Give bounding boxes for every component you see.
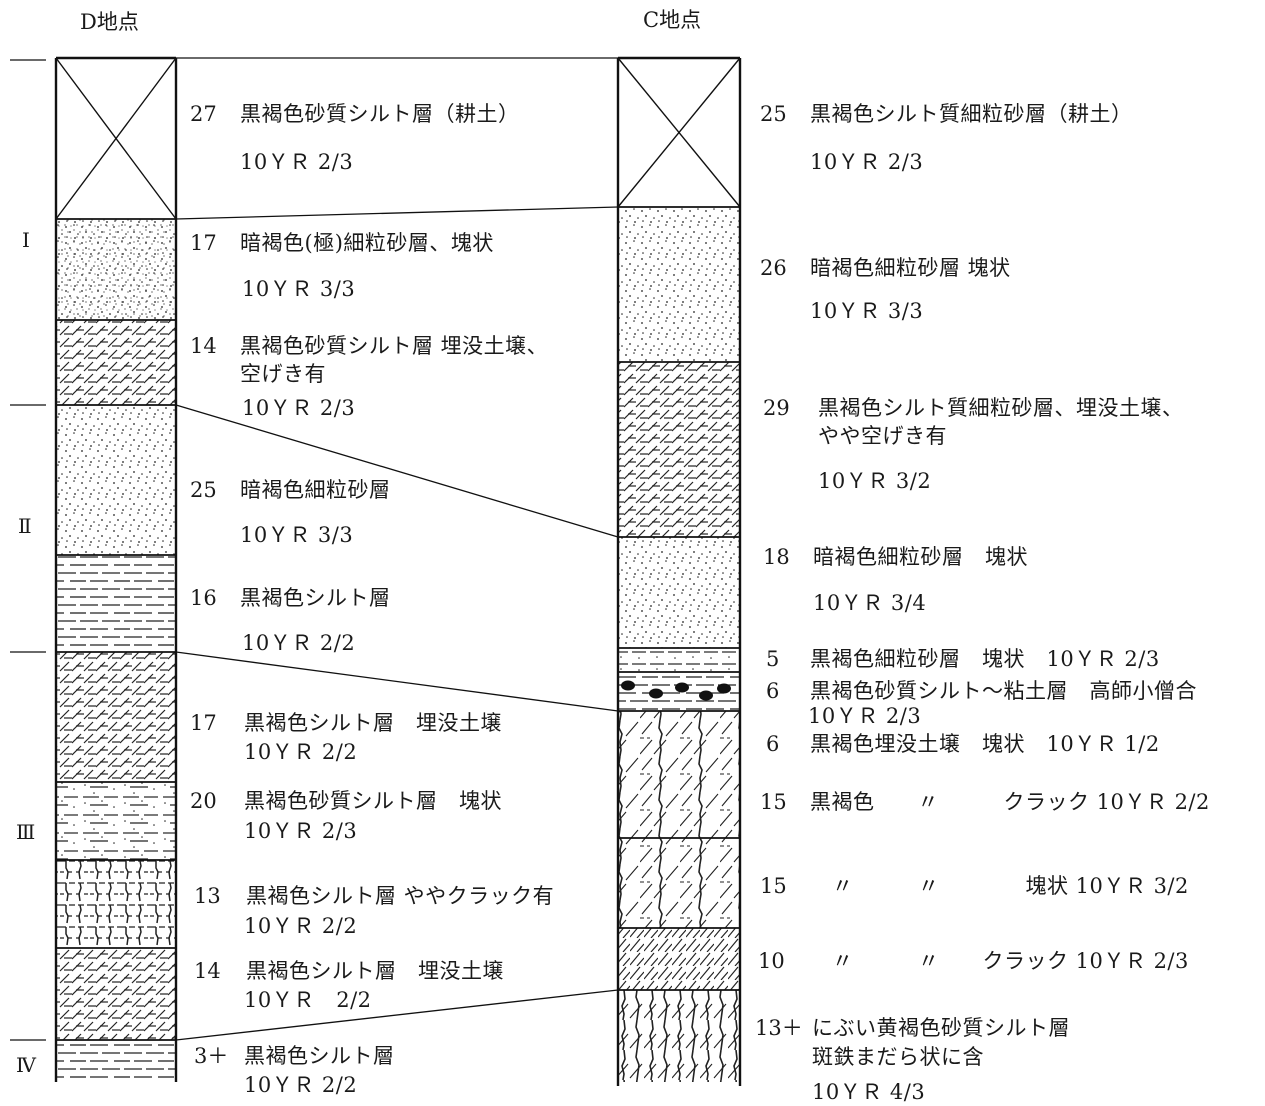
c-layer-1-thickness: 25: [760, 102, 787, 126]
c-layer-11-name: にぶい黄褐色砂質シルト層: [812, 1016, 1070, 1040]
c-layer-2-color: 10ＹＲ 3/3: [810, 299, 924, 323]
c-site-label: C地点: [643, 8, 702, 32]
c-layer-8-fill: [618, 837, 740, 928]
d-layer-7-color: 10ＹＲ 2/3: [244, 819, 358, 843]
d-layer-2-color: 10ＹＲ 3/3: [242, 277, 356, 301]
c-layer-1-name: 黒褐色シルト質細粒砂層（耕土）: [810, 102, 1133, 126]
c-layer-3-name-cont: やや空げき有: [818, 424, 947, 448]
d-layer-10-fill: [56, 1039, 176, 1078]
zone-label-2: Ⅱ: [18, 514, 32, 538]
d-layer-10-thickness: 3＋: [194, 1044, 229, 1068]
c-layer-6-color: 10ＹＲ 2/3: [808, 704, 922, 728]
d-layer-7-thickness: 20: [190, 789, 217, 813]
d-layer-4-name: 暗褐色細粒砂層: [240, 478, 391, 502]
d-layer-6-name: 黒褐色シルト層 埋没土壌: [244, 711, 502, 735]
c-layer-7-fill: [618, 710, 740, 838]
d-site-label: D地点: [80, 10, 139, 34]
c-layer-6-name: 黒褐色砂質シルト～粘土層 高師小僧合: [810, 679, 1197, 703]
c-layer-1-color: 10ＹＲ 2/3: [810, 150, 924, 174]
d-layer-3-name: 黒褐色砂質シルト層 埋没土壌、: [240, 334, 549, 358]
d-layer-10-color: 10ＹＲ 2/2: [244, 1073, 358, 1097]
d-layer-3-color: 10ＹＲ 2/3: [242, 396, 356, 420]
d-layer-8-name: 黒褐色シルト層 ややクラック有: [246, 884, 555, 908]
d-layer-4-color: 10ＹＲ 3/3: [240, 523, 354, 547]
d-layer-1-name: 黒褐色砂質シルト層（耕土）: [240, 102, 520, 126]
correlation-line-5: [175, 989, 619, 1041]
correlation-lines: [175, 57, 619, 1041]
d-layer-10-name: 黒褐色シルト層: [244, 1044, 395, 1068]
d-layer-9-color: 10ＹＲ 2/2: [244, 988, 372, 1012]
c-layer-3-fill: [618, 361, 740, 537]
zone-label-4: Ⅳ: [16, 1053, 36, 1077]
d-layer-8-thickness: 13: [194, 884, 221, 908]
zone-tick-lines: [10, 59, 46, 1041]
d-layer-5-thickness: 16: [190, 586, 217, 610]
d-layer-8-color: 10ＹＲ 2/2: [244, 914, 358, 938]
d-layer-4-fill: [56, 404, 176, 555]
d-layer-7-fill: [56, 781, 176, 860]
d-layer-5-name: 黒褐色シルト層: [240, 586, 391, 610]
c-layer-10-name: 〃 〃 クラック 10ＹＲ 2/3: [832, 949, 1189, 973]
c-layer-10-thickness: 10: [758, 949, 785, 973]
c-layer-3-color: 10ＹＲ 3/2: [818, 469, 932, 493]
c-layer-7-thickness: 6: [766, 732, 780, 756]
c-layer-8-thickness: 15: [760, 790, 787, 814]
c-layer-4-name: 暗褐色細粒砂層 塊状: [813, 545, 1028, 569]
c-layer-4-color: 10ＹＲ 3/4: [813, 591, 927, 615]
c-layer-8-name: 黒褐色 〃 クラック 10ＹＲ 2/2: [810, 790, 1210, 814]
zone-label-3: Ⅲ: [16, 820, 36, 844]
c-layer-4-fill: [618, 536, 740, 648]
d-layer-7-name: 黒褐色砂質シルト層 塊状: [244, 789, 502, 813]
d-layer-9-name: 黒褐色シルト層 埋没土壌: [246, 959, 504, 983]
d-layer-2-name: 暗褐色(極)細粒砂層、塊状: [240, 231, 494, 255]
d-layer-1-color: 10ＹＲ 2/3: [240, 150, 354, 174]
c-layer-2-fill: [618, 206, 740, 362]
c-layer-6-thickness: 6: [766, 679, 780, 703]
c-column-layers: [617, 57, 741, 1082]
d-layer-9-thickness: 14: [194, 959, 221, 983]
c-layer-11-thickness: 13＋: [755, 1016, 803, 1040]
d-layer-5-color: 10ＹＲ 2/2: [242, 631, 356, 655]
c-layer-2-name: 暗褐色細粒砂層 塊状: [810, 256, 1011, 280]
d-layer-1-fill: [55, 57, 177, 220]
c-layer-2-thickness: 26: [760, 256, 787, 280]
c-layer-4-thickness: 18: [763, 545, 790, 569]
c-layer-10-fill: [618, 989, 740, 1082]
correlation-line-2: [175, 206, 619, 220]
d-layer-6-fill: [56, 651, 176, 782]
c-layer-1-fill: [617, 57, 741, 208]
d-layer-6-color: 10ＹＲ 2/2: [244, 740, 358, 764]
d-layer-2-thickness: 17: [190, 231, 217, 255]
correlation-line-3: [175, 404, 619, 538]
c-layer-5-thickness: 5: [766, 647, 780, 671]
d-layer-4-thickness: 25: [190, 478, 217, 502]
c-layer-11-name-cont: 斑鉄まだら状に含: [812, 1045, 984, 1069]
d-layer-2-fill: [56, 218, 176, 320]
d-layer-3-thickness: 14: [190, 334, 217, 358]
d-layer-3-name-cont: 空げき有: [240, 362, 326, 386]
d-layer-6-thickness: 17: [190, 711, 217, 735]
c-layer-3-thickness: 29: [763, 396, 790, 420]
d-column-layers: [55, 57, 177, 1078]
c-layer-5-name: 黒褐色細粒砂層 塊状 10ＹＲ 2/3: [810, 647, 1160, 671]
d-layer-3-fill: [56, 319, 176, 405]
c-layer-9-thickness: 15: [760, 874, 787, 898]
d-layer-1-thickness: 27: [190, 102, 217, 126]
c-layer-11-color: 10ＹＲ 4/3: [812, 1080, 926, 1104]
c-layer-6-fill: [618, 671, 740, 711]
d-layer-8-fill: [56, 859, 176, 948]
c-layer-9-name: 〃 〃 塊状 10ＹＲ 3/2: [832, 874, 1189, 898]
c-layer-9-fill: [618, 927, 740, 990]
column-frames: [54, 56, 742, 1086]
correlation-line-4: [175, 651, 619, 712]
d-layer-5-fill: [56, 554, 176, 652]
c-layer-7-name: 黒褐色埋没土壌 塊状 10ＹＲ 1/2: [810, 732, 1160, 756]
zone-label-1: Ⅰ: [22, 228, 30, 252]
c-layer-5-fill: [618, 647, 740, 672]
c-layer-3-name: 黒褐色シルト質細粒砂層、埋没土壌、: [818, 396, 1184, 420]
d-layer-9-fill: [56, 947, 176, 1040]
